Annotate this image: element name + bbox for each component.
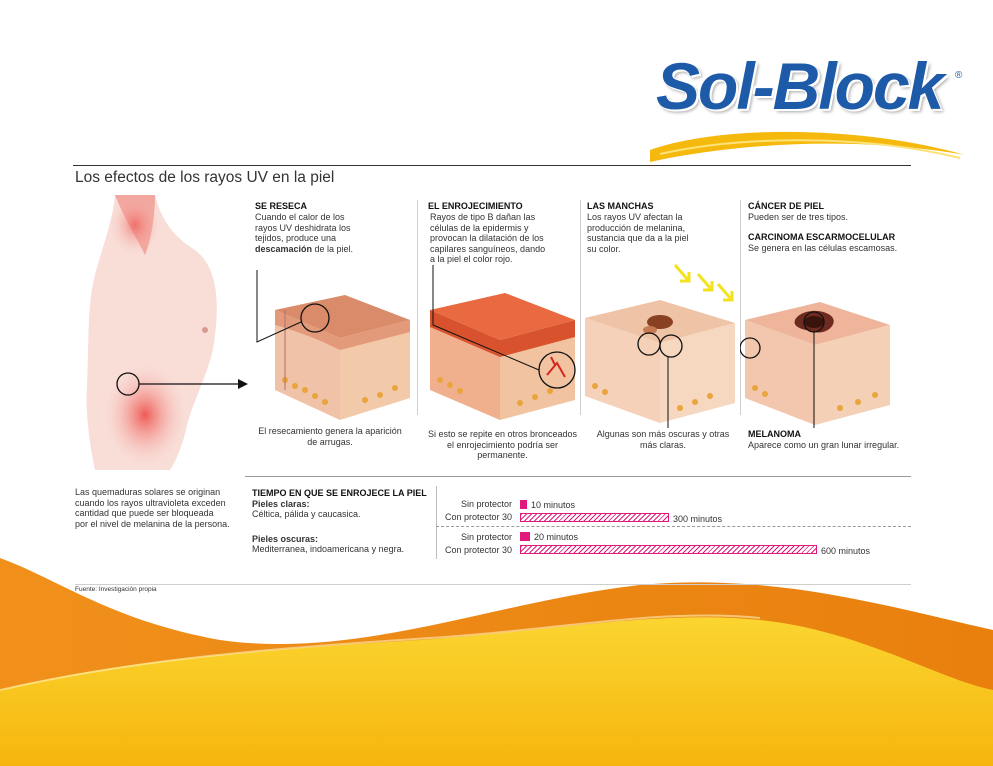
footer-rule [75, 584, 911, 585]
group-separator [436, 526, 911, 527]
skin-dry-illustration [256, 270, 410, 420]
registered-mark: ® [955, 70, 963, 81]
section-rule [245, 476, 911, 477]
panel-4-heading: CÁNCER DE PIEL [748, 201, 825, 211]
decorative-waves [0, 558, 993, 766]
title-rule [73, 165, 911, 166]
panel-2-text: Rayos de tipo B dañan las células de la … [430, 212, 546, 265]
panel-4-text: Pueden ser de tres tipos. [748, 212, 849, 222]
row-label: Sin protector [460, 532, 512, 542]
skin-cancer-illustration [740, 302, 890, 428]
torso-illustration [86, 195, 248, 470]
bar-value: 20 minutos [534, 532, 579, 542]
group-1-label: Pieles claras: [252, 499, 310, 509]
group-2-desc: Mediterranea, indoamericana y negra. [252, 544, 405, 554]
panel-3-heading: LAS MANCHAS [587, 201, 654, 211]
bar-value: 300 minutos [673, 514, 723, 524]
panel-4-caption: Aparece como un gran lunar irregular. [748, 440, 900, 450]
panel-divider [740, 200, 741, 415]
brand-logo: Sol-Block [656, 49, 944, 123]
uv-rays-arrows [673, 264, 734, 302]
bar-value: 600 minutos [821, 546, 871, 556]
source-note: Fuente: Investigación propia [75, 586, 157, 593]
bar-clear-protector-30 [520, 513, 669, 522]
panel-1-caption: El resecamiento genera la aparición de a… [258, 426, 402, 447]
panel-4-caption-heading: MELANOMA [748, 429, 801, 439]
skin-redness-illustration [430, 265, 576, 420]
time-table-heading: TIEMPO EN QUE SE ENROJECE LA PIEL [252, 488, 427, 498]
panel-1-heading: SE RESECA [255, 201, 308, 211]
panel-3-text: Los rayos UV afectan la producción de me… [587, 212, 689, 254]
panel-4-subtext: Se genera en las células escamosas. [748, 243, 898, 253]
table-divider [436, 486, 437, 559]
bar-clear-no-protection [520, 500, 527, 509]
panel-divider [417, 200, 418, 415]
group-1-desc: Céltica, pálida y caucasica. [252, 509, 361, 519]
skin-spots-illustration [585, 300, 735, 428]
panel-1-text: Cuando el calor de los rayos UV deshidra… [255, 212, 354, 254]
panel-2-heading: EL ENROJECIMIENTO [428, 201, 523, 211]
bar-dark-no-protection [520, 532, 530, 541]
panel-divider [580, 200, 581, 415]
panel-2-caption: Si esto se repite en otros bronceados el… [427, 429, 578, 461]
intro-note: Las quemaduras solares se originan cuand… [75, 487, 230, 529]
row-label: Con protector 30 [444, 512, 512, 522]
panel-4-subheading: CARCINOMA ESCARMOCELULAR [748, 232, 896, 242]
bar-value: 10 minutos [531, 500, 576, 510]
row-label: Con protector 30 [444, 545, 512, 555]
logo-swoosh [650, 131, 965, 162]
row-label: Sin protector [460, 499, 512, 509]
panel-3-caption: Algunas son más oscuras y otras más clar… [596, 429, 730, 450]
page-title: Los efectos de los rayos UV en la piel [75, 169, 335, 186]
group-2-label: Pieles oscuras: [252, 534, 319, 544]
bar-dark-protector-30 [520, 545, 817, 554]
